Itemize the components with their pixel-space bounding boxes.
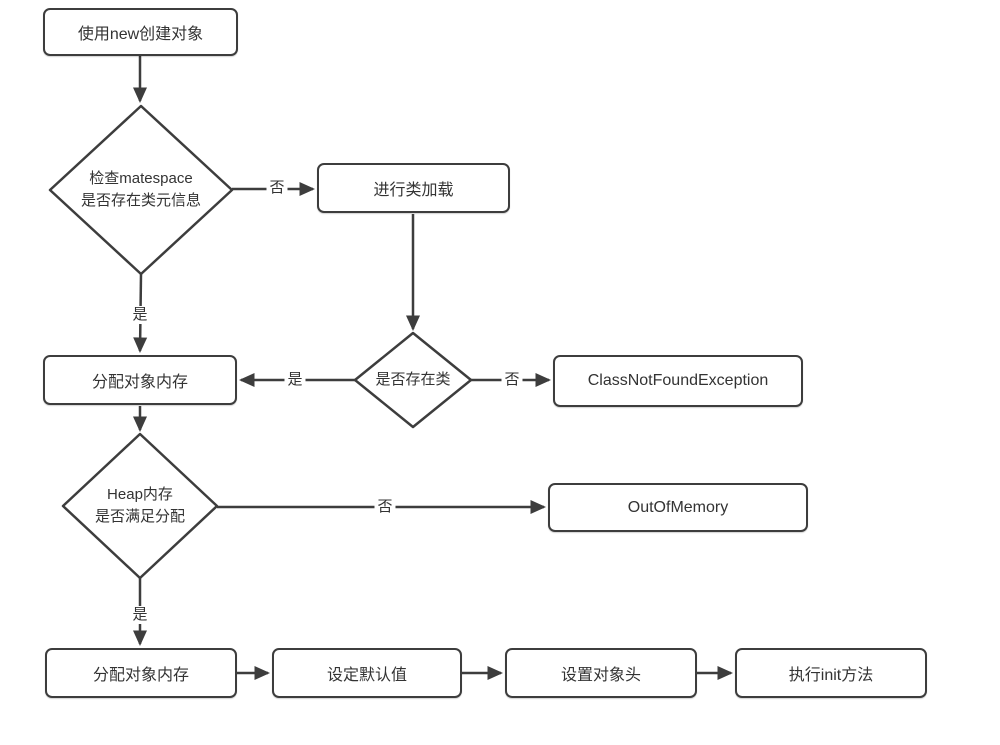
decision-class-exists-label: 是否存在类 bbox=[375, 371, 451, 388]
decision-heap-check-label: Heap内存 是否满足分配 bbox=[95, 484, 185, 528]
decision-heap-check-line2: 是否满足分配 bbox=[94, 508, 186, 525]
node-allocate-memory-2: 分配对象内存 bbox=[45, 648, 237, 698]
edge-label-heap-yes: 是 bbox=[129, 606, 151, 624]
edge-label-class-exists-no: 否 bbox=[501, 371, 523, 389]
decision-class-exists-shape bbox=[353, 331, 473, 429]
node-set-object-header: 设置对象头 bbox=[505, 648, 697, 698]
decision-heap-check-line1: Heap内存 bbox=[107, 486, 173, 503]
node-run-init: 执行init方法 bbox=[735, 648, 927, 698]
node-set-defaults: 设定默认值 bbox=[272, 648, 462, 698]
node-out-of-memory: OutOfMemory bbox=[548, 483, 808, 532]
node-class-not-found-exception: ClassNotFoundException bbox=[553, 355, 803, 407]
decision-heap-check-shape bbox=[61, 432, 219, 580]
node-allocate-memory-1: 分配对象内存 bbox=[43, 355, 237, 405]
decision-check-metaspace-line1: 检查matespace bbox=[89, 170, 193, 187]
node-class-load: 进行类加载 bbox=[317, 163, 510, 213]
decision-check-metaspace-shape bbox=[48, 104, 234, 276]
edge-label-metaspace-no: 否 bbox=[266, 179, 288, 197]
decision-check-metaspace-line2: 是否存在类元信息 bbox=[80, 192, 202, 209]
edge-label-class-exists-yes: 是 bbox=[284, 371, 306, 389]
decision-check-metaspace-label: 检查matespace 是否存在类元信息 bbox=[81, 168, 201, 212]
edge-label-heap-no: 否 bbox=[374, 498, 396, 516]
node-start: 使用new创建对象 bbox=[43, 8, 238, 56]
edge-label-metaspace-yes: 是 bbox=[129, 306, 151, 324]
